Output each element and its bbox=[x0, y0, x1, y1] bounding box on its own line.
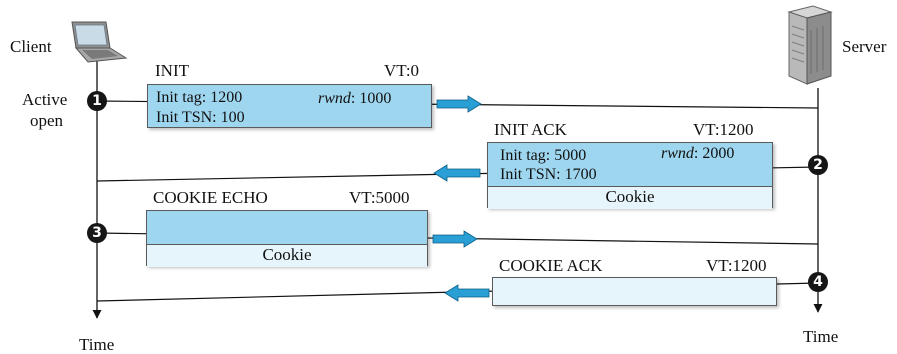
cookie-ack-packet-name: COOKIE ACK bbox=[499, 256, 603, 275]
cookie-echo-packet-vt: VT:5000 bbox=[349, 188, 410, 207]
cookie-echo-packet: Cookie bbox=[146, 210, 428, 267]
init-packet-name: INIT bbox=[155, 61, 189, 80]
laptop-icon bbox=[71, 21, 128, 63]
step-badge-1: 1 bbox=[87, 91, 107, 111]
client-label: Client bbox=[10, 37, 52, 56]
step-badge-4: 4 bbox=[808, 272, 828, 292]
cookie-ack-packet bbox=[492, 277, 777, 306]
client-action-line1: Active bbox=[22, 90, 68, 109]
cookie-ack-packet-vt: VT:1200 bbox=[706, 256, 767, 275]
cookie-echo-direction-arrow bbox=[432, 230, 478, 248]
init-ack-packet: Init tag: 5000 rwnd: 2000 Init TSN: 1700… bbox=[487, 142, 773, 209]
init-rwnd: rwnd: 1000 bbox=[318, 90, 392, 107]
server-icon bbox=[787, 5, 833, 85]
server-label: Server bbox=[842, 37, 887, 56]
step-badge-2: 2 bbox=[808, 155, 828, 175]
init-ack-packet-name: INIT ACK bbox=[494, 120, 567, 139]
init-ack-tsn: Init TSN: 1700 bbox=[500, 166, 597, 183]
cookie-echo-packet-name: COOKIE ECHO bbox=[153, 188, 268, 207]
client-action-line2: open bbox=[30, 111, 64, 130]
cookie-echo-cookie: Cookie bbox=[147, 244, 427, 267]
init-ack-tag: Init tag: 5000 bbox=[500, 147, 587, 164]
init-packet: Init tag: 1200 rwnd: 1000 Init TSN: 100 bbox=[147, 84, 432, 128]
init-tag: Init tag: 1200 bbox=[156, 89, 243, 106]
init-ack-packet-vt: VT:1200 bbox=[693, 120, 754, 139]
init-tsn: Init TSN: 100 bbox=[156, 109, 245, 126]
init-direction-arrow bbox=[436, 95, 482, 113]
cookie-ack-direction-arrow bbox=[444, 284, 490, 302]
init-ack-rwnd: rwnd: 2000 bbox=[661, 145, 735, 162]
server-time-label: Time bbox=[803, 327, 839, 346]
client-time-label: Time bbox=[79, 335, 115, 354]
step-badge-3: 3 bbox=[87, 223, 107, 243]
init-packet-vt: VT:0 bbox=[384, 61, 420, 80]
init-ack-direction-arrow bbox=[433, 164, 481, 182]
init-ack-cookie: Cookie bbox=[488, 186, 772, 209]
